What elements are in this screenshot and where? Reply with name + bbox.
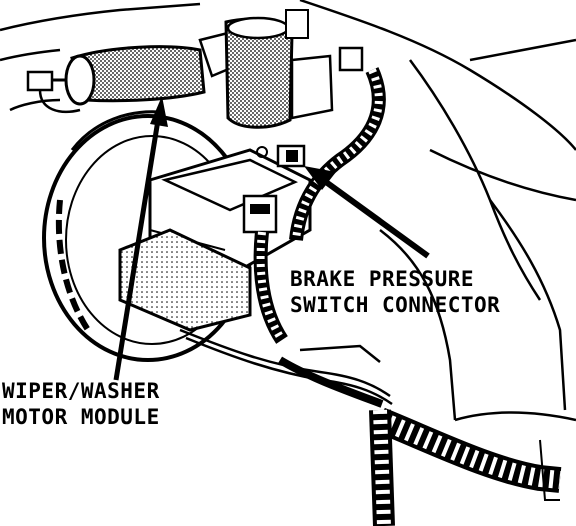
callout-line: BRAKE PRESSURE — [290, 267, 475, 291]
brake-pressure-switch — [256, 144, 306, 168]
callout-line: WIPER/WASHER — [2, 379, 160, 403]
wiper-washer-motor-module-label: WIPER/WASHER MOTOR MODULE — [2, 378, 160, 431]
master-cylinder — [118, 148, 312, 332]
cowl-outline — [0, 2, 201, 112]
callout-line: SWITCH CONNECTOR — [290, 293, 501, 318]
brake-switch-leader-arrow — [304, 166, 430, 259]
brake-pressure-switch-connector-label: BRAKE PRESSURE SWITCH CONNECTOR — [290, 266, 500, 319]
washer-pump — [224, 9, 364, 129]
wiper-motor-module — [26, 28, 252, 114]
fender-outline — [299, 0, 576, 422]
wiper-leader-arrow — [113, 96, 168, 381]
wiring-harness — [253, 67, 562, 526]
callout-line: MOTOR MODULE — [2, 405, 160, 430]
